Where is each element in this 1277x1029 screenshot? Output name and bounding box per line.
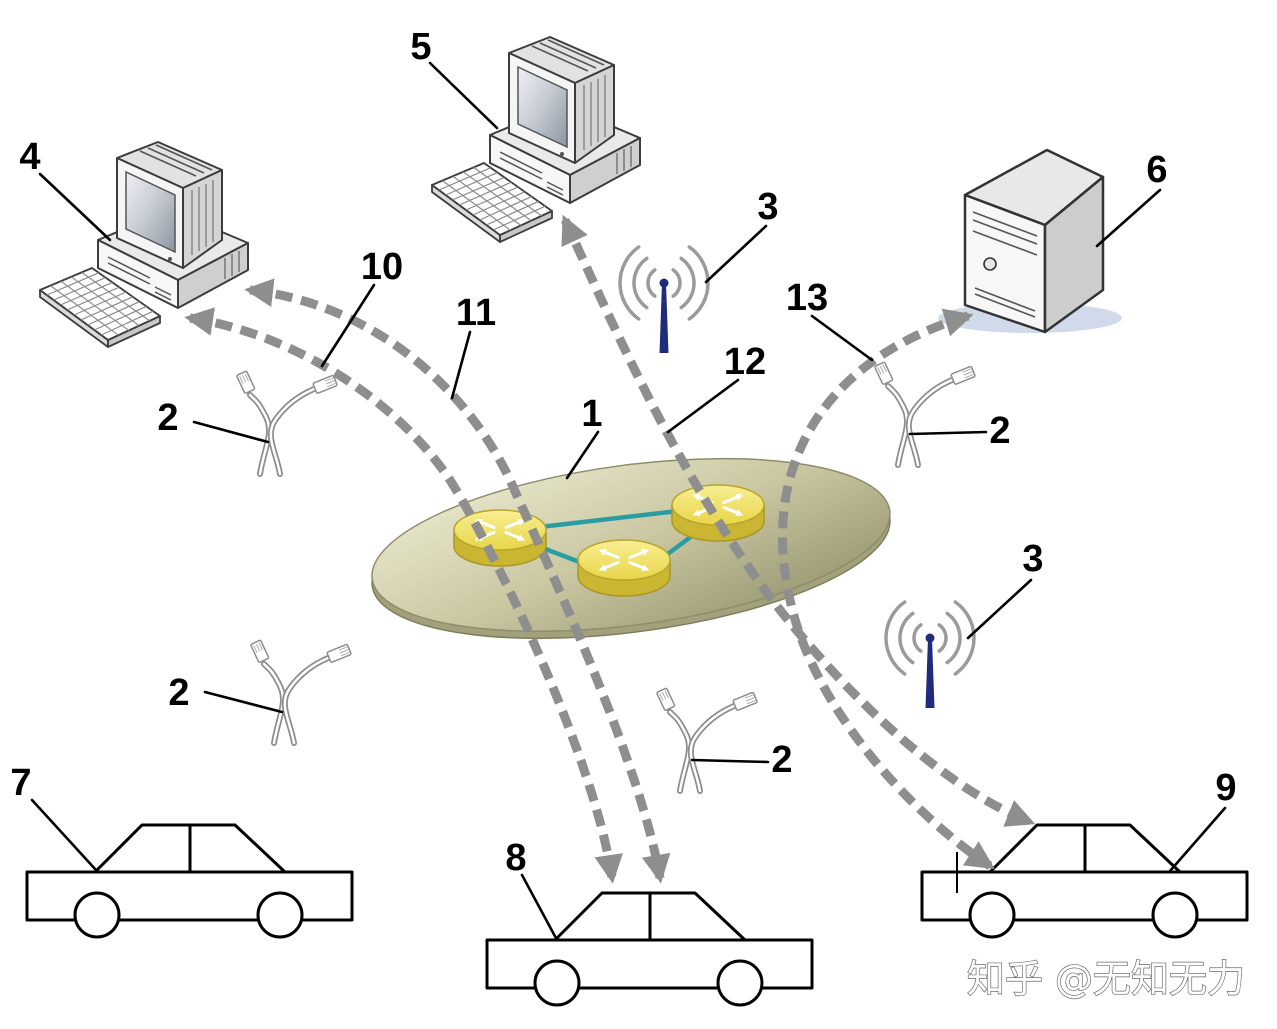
callout-label: 3 (757, 186, 778, 228)
callout-label: 2 (168, 672, 189, 714)
router-icon (578, 540, 670, 596)
ethernet-cable-icon (657, 688, 758, 791)
flow-arrow (778, 308, 995, 870)
router-icon (672, 485, 764, 541)
wireless-antenna-icon (618, 245, 710, 355)
car-icon (920, 823, 1249, 939)
server-tower-icon (938, 148, 1122, 334)
callout-label: 11 (456, 292, 496, 334)
callout-label: 6 (1146, 149, 1167, 191)
callout-label: 4 (19, 136, 40, 178)
desktop-computer-icon (39, 141, 249, 348)
callout-label: 1 (581, 393, 602, 435)
callout-label: 3 (1022, 538, 1043, 580)
callout-label: 9 (1215, 767, 1236, 809)
car-icon (485, 891, 814, 1007)
callout-label: 5 (410, 26, 431, 68)
callout-label: 2 (771, 739, 792, 781)
callout-label: 2 (989, 410, 1010, 452)
desktop-computer-icon (431, 36, 641, 243)
callout-label: 13 (786, 277, 828, 319)
car-icon (25, 823, 354, 939)
watermark: 知乎 @无知无力 (967, 957, 1245, 1001)
flow-arrow (184, 307, 623, 884)
callout-label: 2 (157, 397, 178, 439)
ethernet-cable-icon (875, 362, 976, 465)
wireless-antenna-icon (884, 600, 976, 710)
callout-label: 7 (10, 762, 31, 804)
ethernet-cable-icon (251, 640, 352, 743)
ethernet-cable-icon (237, 371, 338, 474)
callout-label: 8 (505, 837, 526, 879)
leader-lines (30, 61, 1227, 942)
callout-label: 10 (361, 246, 403, 288)
callout-label: 12 (724, 341, 766, 383)
